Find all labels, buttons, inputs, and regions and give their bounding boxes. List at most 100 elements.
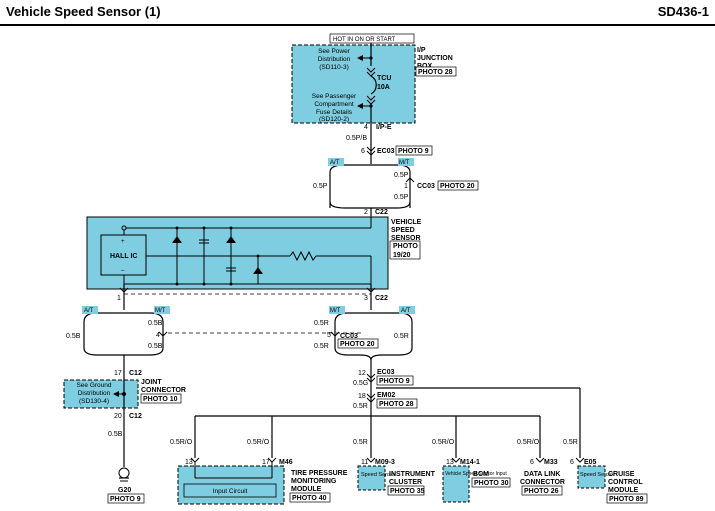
hot-label-box xyxy=(329,33,415,44)
svg-text:PHOTO 10: PHOTO 10 xyxy=(143,396,178,403)
page-title: Vehicle Speed Sensor (1) xyxy=(6,4,161,19)
svg-text:PHOTO 35: PHOTO 35 xyxy=(390,488,425,495)
svg-text:E05: E05 xyxy=(584,459,597,466)
svg-text:5: 5 xyxy=(327,332,331,339)
svg-text:6: 6 xyxy=(361,148,365,155)
instrument-cluster-box xyxy=(357,465,386,491)
svg-text:MODULE: MODULE xyxy=(291,486,322,493)
svg-text:(SD120-2): (SD120-2) xyxy=(319,116,349,123)
svg-text:C12: C12 xyxy=(129,413,142,420)
cruise-control-box xyxy=(577,465,606,489)
svg-text:C22: C22 xyxy=(375,295,388,302)
svg-text:PHOTO 28: PHOTO 28 xyxy=(379,401,414,408)
svg-text:3: 3 xyxy=(364,295,368,302)
fuse-rating: 10A xyxy=(377,84,390,91)
svg-text:CONNECTOR: CONNECTOR xyxy=(141,387,186,394)
svg-text:PHOTO 9: PHOTO 9 xyxy=(110,496,141,503)
svg-text:CC03: CC03 xyxy=(340,333,358,340)
header-rule xyxy=(0,24,715,26)
svg-text:EM02: EM02 xyxy=(377,392,395,399)
svg-text:0.5R/O: 0.5R/O xyxy=(170,439,193,446)
svg-text:0.5R: 0.5R xyxy=(314,320,329,327)
svg-text:12: 12 xyxy=(358,370,366,377)
svg-text:0.5R: 0.5R xyxy=(353,403,368,410)
svg-text:2: 2 xyxy=(364,209,368,216)
svg-text:TIRE PRESSURE: TIRE PRESSURE xyxy=(291,470,348,477)
svg-text:PHOTO 20: PHOTO 20 xyxy=(340,341,375,348)
svg-text:PHOTO: PHOTO xyxy=(393,243,418,250)
svg-text:6: 6 xyxy=(570,459,574,466)
hot-label: HOT IN ON OR START xyxy=(333,37,396,43)
svg-text:4: 4 xyxy=(364,124,368,131)
svg-text:CLUSTER: CLUSTER xyxy=(389,479,422,486)
svg-text:CONTROL: CONTROL xyxy=(608,479,643,486)
svg-text:0.5R: 0.5R xyxy=(314,343,329,350)
svg-text:0.5R/O: 0.5R/O xyxy=(517,439,540,446)
svg-text:0.5P: 0.5P xyxy=(394,172,409,179)
svg-text:DATA LINK: DATA LINK xyxy=(524,471,560,478)
ground-symbol xyxy=(118,467,130,479)
svg-text:Speed Sensor: Speed Sensor xyxy=(361,472,396,478)
svg-text:Vehicle Speed Sensor Input: Vehicle Speed Sensor Input xyxy=(445,471,507,477)
svg-text:A/T: A/T xyxy=(401,308,411,314)
fuse-name: TCU xyxy=(377,75,391,82)
svg-text:VEHICLE: VEHICLE xyxy=(391,219,422,226)
svg-text:0.5R: 0.5R xyxy=(394,333,409,340)
svg-text:INSTRUMENT: INSTRUMENT xyxy=(389,471,436,478)
junction-box-connector: I/P-E xyxy=(376,124,392,131)
svg-text:20: 20 xyxy=(114,413,122,420)
svg-text:SPEED: SPEED xyxy=(391,227,415,234)
svg-text:CONNECTOR: CONNECTOR xyxy=(520,479,565,486)
svg-text:MONITORING: MONITORING xyxy=(291,478,337,485)
svg-text:M/T: M/T xyxy=(330,308,341,314)
svg-text:+: + xyxy=(121,239,125,245)
svg-text:M33: M33 xyxy=(544,459,558,466)
svg-text:A/T: A/T xyxy=(84,308,94,314)
svg-text:0.5B: 0.5B xyxy=(148,320,163,327)
svg-text:13: 13 xyxy=(185,459,193,466)
svg-text:M/T: M/T xyxy=(155,308,166,314)
junction-box xyxy=(291,44,416,124)
svg-text:CRUISE: CRUISE xyxy=(608,471,635,478)
svg-text:CC03: CC03 xyxy=(417,183,435,190)
svg-text:0.5B: 0.5B xyxy=(148,343,163,350)
svg-text:PHOTO 89: PHOTO 89 xyxy=(609,496,644,503)
svg-text:0.5P: 0.5P xyxy=(394,194,409,201)
svg-text:Compartment: Compartment xyxy=(314,101,354,108)
diagram-header: Vehicle Speed Sensor (1) SD436-1 xyxy=(0,0,715,22)
svg-text:C22: C22 xyxy=(375,209,388,216)
svg-text:Distribution: Distribution xyxy=(78,390,111,397)
svg-text:PHOTO 20: PHOTO 20 xyxy=(440,183,475,190)
bcm-box xyxy=(442,465,470,503)
svg-text:Fuse Details: Fuse Details xyxy=(316,109,353,116)
svg-text:See Ground: See Ground xyxy=(76,382,111,389)
svg-text:0.5R: 0.5R xyxy=(353,439,368,446)
page-code: SD436-1 xyxy=(657,4,709,19)
svg-text:M46: M46 xyxy=(279,459,293,466)
svg-text:0.5R: 0.5R xyxy=(563,439,578,446)
svg-text:PHOTO 30: PHOTO 30 xyxy=(474,480,509,487)
svg-text:1: 1 xyxy=(404,183,408,190)
svg-text:17: 17 xyxy=(114,370,122,377)
svg-text:Speed Sensor: Speed Sensor xyxy=(580,472,615,478)
svg-text:A/T: A/T xyxy=(330,160,340,166)
svg-text:MODULE: MODULE xyxy=(608,487,639,494)
hall-ic-label: HALL IC xyxy=(110,253,137,260)
svg-text:0.5P: 0.5P xyxy=(313,183,328,190)
svg-text:13: 13 xyxy=(446,459,454,466)
svg-text:PHOTO 40: PHOTO 40 xyxy=(292,495,327,502)
svg-text:PHOTO 26: PHOTO 26 xyxy=(524,488,559,495)
junction-box-photo: PHOTO 28 xyxy=(418,69,453,76)
svg-text:BCM: BCM xyxy=(473,471,489,478)
svg-text:18: 18 xyxy=(358,393,366,400)
svg-text:(SD130-4): (SD130-4) xyxy=(79,398,109,405)
svg-text:Distribution: Distribution xyxy=(318,56,351,63)
ec03-top-name: EC03 xyxy=(377,148,395,155)
svg-text:–: – xyxy=(121,268,125,274)
svg-text:0.5B: 0.5B xyxy=(108,431,123,438)
svg-text:(SD110-3): (SD110-3) xyxy=(319,64,349,71)
svg-text:M/T: M/T xyxy=(399,160,410,166)
svg-text:EC03: EC03 xyxy=(377,369,395,376)
svg-text:0.5B: 0.5B xyxy=(66,333,81,340)
